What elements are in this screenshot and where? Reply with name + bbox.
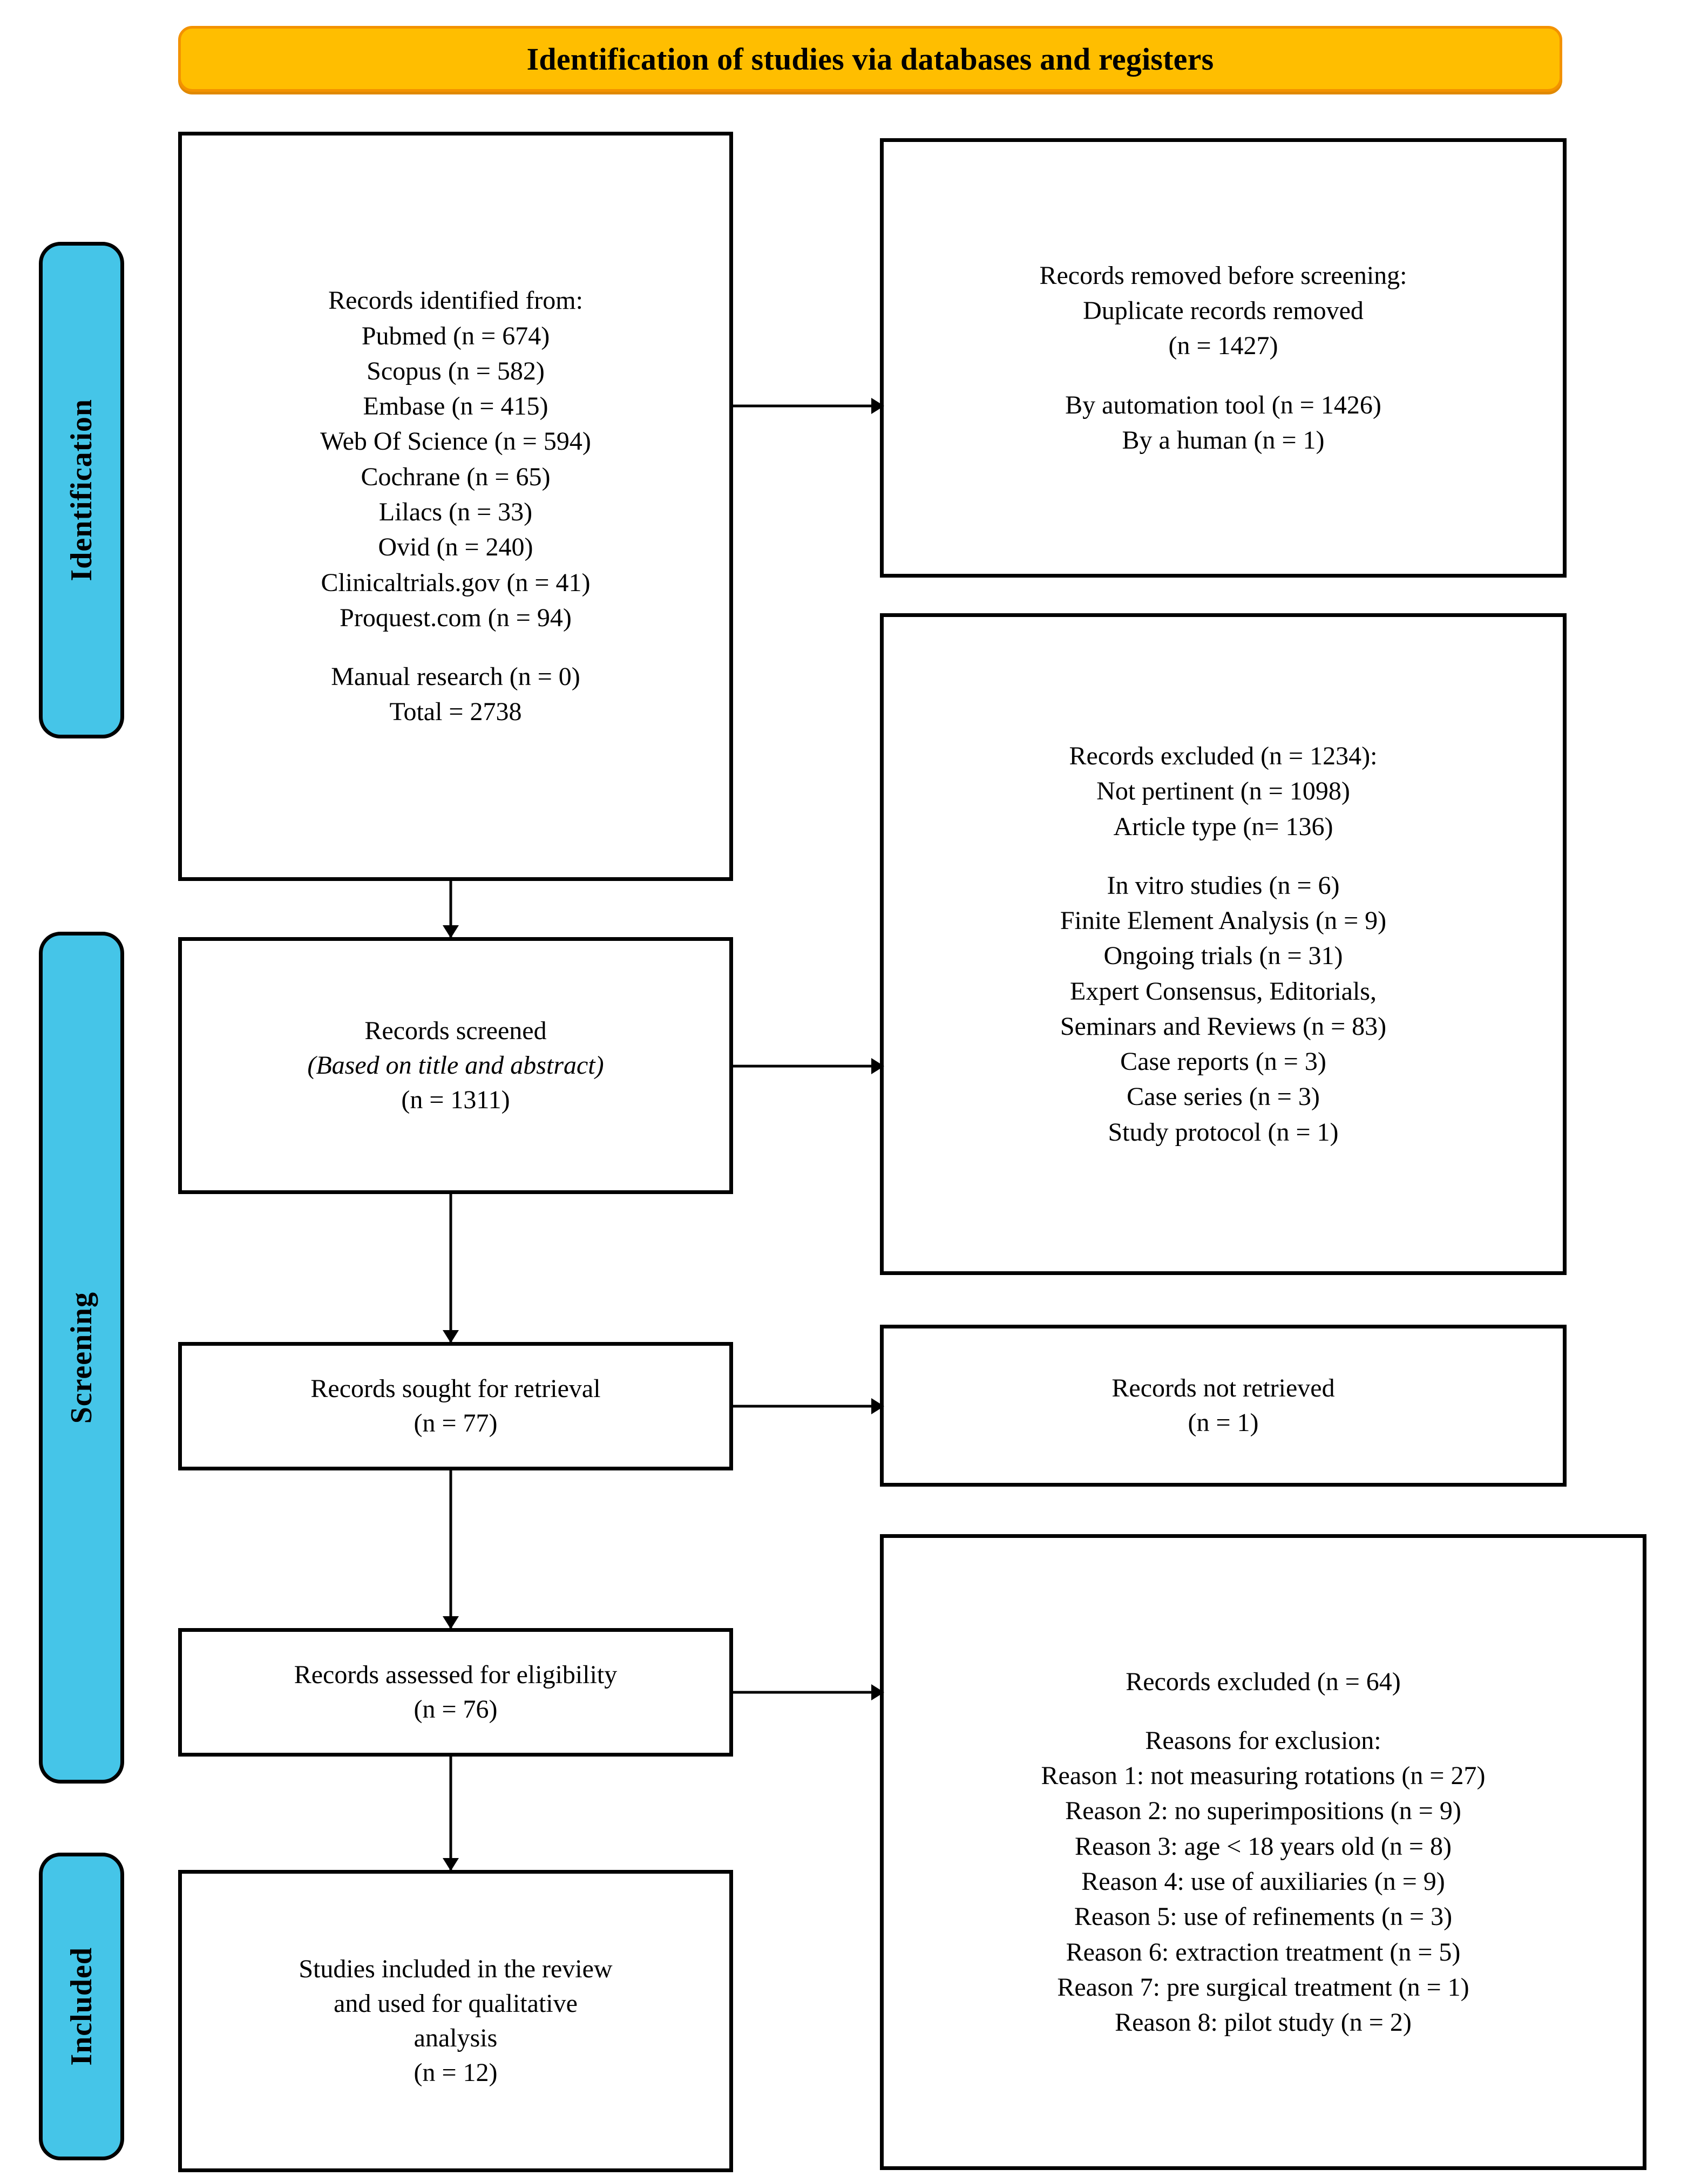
box-text-line: analysis	[414, 2024, 498, 2052]
box-text-line: (n = 12)	[414, 2058, 498, 2087]
box-text-line: In vitro studies (n = 6)	[1107, 871, 1340, 900]
arrow-head-icon	[871, 1684, 884, 1700]
box-text-line: Proquest.com (n = 94)	[340, 603, 572, 632]
box-text-line: Not pertinent (n = 1098)	[1096, 777, 1350, 806]
box-records-identified: Records identified from: Pubmed (n = 674)…	[178, 132, 733, 881]
box-text-line: Reason 4: use of auxiliaries (n = 9)	[1081, 1867, 1445, 1896]
box-text-line: Ongoing trials (n = 31)	[1103, 941, 1343, 971]
arrow-identified-to-removed	[733, 398, 884, 414]
box-text-line: Web Of Science (n = 594)	[320, 427, 591, 456]
diagram-header-banner: Identification of studies via databases …	[178, 26, 1562, 92]
box-records-removed: Records removed before screening: Duplica…	[880, 138, 1567, 578]
box-text-line: Total = 2738	[389, 697, 522, 727]
arrow-sought-to-eligibility	[443, 1470, 459, 1629]
box-text-line: Clinicaltrials.gov (n = 41)	[321, 568, 591, 597]
box-text-line: Reason 2: no superimpositions (n = 9)	[1065, 1796, 1461, 1826]
box-records-excluded-screening: Records excluded (n = 1234): Not pertinen…	[880, 613, 1567, 1275]
box-text-line: Scopus (n = 582)	[367, 356, 545, 385]
arrow-identified-to-screened	[443, 881, 459, 938]
box-text-line: (n = 76)	[414, 1695, 498, 1724]
box-text-line: Records not retrieved	[1111, 1374, 1335, 1403]
box-text-line: By automation tool (n = 1426)	[1065, 390, 1381, 419]
box-text-line: Expert Consensus, Editorials,	[1070, 977, 1377, 1006]
box-records-not-retrieved: Records not retrieved (n = 1)	[880, 1325, 1567, 1487]
box-text-line: Finite Element Analysis (n = 9)	[1060, 906, 1387, 935]
arrow-eligibility-to-included	[443, 1757, 459, 1871]
box-text-line: Reason 8: pilot study (n = 2)	[1115, 2008, 1412, 2037]
arrow-shaft	[449, 1757, 452, 1870]
box-text-line: Case series (n = 3)	[1127, 1082, 1320, 1111]
box-text-line: By a human (n = 1)	[1122, 425, 1325, 455]
box-text-line: (n = 1427)	[1168, 331, 1278, 361]
diagram-title: Identification of studies via databases …	[526, 41, 1214, 77]
box-text-line: Records assessed for eligibility	[294, 1660, 618, 1690]
box-text-line: Duplicate records removed	[1083, 296, 1364, 326]
arrow-head-icon	[443, 1858, 459, 1871]
stage-label-included-text: Included	[65, 1947, 98, 2066]
arrow-shaft	[733, 1691, 883, 1694]
arrow-shaft	[449, 1470, 452, 1628]
stage-label-screening: Screening	[39, 932, 124, 1784]
box-records-screened: Records screened (Based on title and abst…	[178, 937, 733, 1194]
box-text-line: Cochrane (n = 65)	[361, 462, 551, 491]
box-text-line: (n = 1311)	[401, 1085, 510, 1114]
arrow-head-icon	[443, 925, 459, 938]
arrow-shaft	[449, 1194, 452, 1342]
box-text-line: Studies included in the review	[299, 1955, 613, 1984]
box-text-line: Records identified from:	[328, 286, 583, 315]
box-text-line: Manual research (n = 0)	[331, 662, 580, 691]
arrow-screened-to-sought	[443, 1194, 459, 1343]
box-records-excluded-eligibility: Records excluded (n = 64) Reasons for exc…	[880, 1534, 1646, 2170]
box-text-line: Article type (n= 136)	[1113, 812, 1333, 841]
arrow-head-icon	[871, 398, 884, 414]
box-studies-included: Studies included in the review and used f…	[178, 1870, 733, 2172]
box-text-line: Seminars and Reviews (n = 83)	[1060, 1012, 1387, 1041]
box-text-line: Reason 6: extraction treatment (n = 5)	[1066, 1937, 1461, 1967]
box-text-line: Reasons for exclusion:	[1145, 1726, 1381, 1755]
box-text-line: Lilacs (n = 33)	[378, 498, 533, 526]
box-text-line: Ovid (n = 240)	[378, 533, 533, 562]
box-text-line: Reason 1: not measuring rotations (n = 2…	[1041, 1761, 1486, 1791]
arrow-screened-to-excluded	[733, 1058, 884, 1074]
box-text-line: (Based on title and abstract)	[307, 1051, 604, 1080]
box-text-line: (n = 1)	[1188, 1408, 1259, 1437]
stage-label-included: Included	[39, 1853, 124, 2160]
arrow-head-icon	[443, 1330, 459, 1343]
box-text-line: Records excluded (n = 64)	[1126, 1667, 1401, 1696]
box-text-line: Pubmed (n = 674)	[361, 321, 550, 350]
box-records-assessed-for-eligibility: Records assessed for eligibility (n = 76)	[178, 1628, 733, 1757]
box-text-line: Reason 7: pre surgical treatment (n = 1)	[1057, 1972, 1469, 2002]
box-text-line: Reason 5: use of refinements (n = 3)	[1074, 1902, 1453, 1931]
box-text-line: (n = 77)	[414, 1409, 498, 1438]
arrow-head-icon	[871, 1398, 884, 1414]
arrow-shaft	[449, 881, 452, 937]
arrow-head-icon	[871, 1058, 884, 1074]
box-text-line: Embase (n = 415)	[363, 392, 548, 421]
arrow-head-icon	[443, 1616, 459, 1629]
box-text-line: Records sought for retrieval	[310, 1374, 601, 1404]
stage-label-identification-text: Identification	[65, 399, 98, 581]
arrow-sought-to-not-retrieved	[733, 1398, 884, 1414]
stage-label-identification: Identification	[39, 242, 124, 738]
box-records-sought-for-retrieval: Records sought for retrieval (n = 77)	[178, 1342, 733, 1470]
box-text-line: Case reports (n = 3)	[1120, 1047, 1326, 1076]
box-text-line: Study protocol (n = 1)	[1108, 1117, 1339, 1147]
box-text-line: and used for qualitative	[334, 1989, 578, 2018]
box-text-line: Records removed before screening:	[1039, 261, 1407, 290]
box-text-line: Records screened	[364, 1016, 547, 1046]
stage-label-screening-text: Screening	[65, 1291, 98, 1424]
arrow-shaft	[733, 404, 883, 408]
arrow-shaft	[733, 1065, 883, 1068]
arrow-eligibility-to-excluded	[733, 1684, 884, 1700]
box-text-line: Records excluded (n = 1234):	[1069, 742, 1378, 771]
arrow-shaft	[733, 1405, 883, 1408]
box-text-line: Reason 3: age < 18 years old (n = 8)	[1075, 1832, 1452, 1861]
